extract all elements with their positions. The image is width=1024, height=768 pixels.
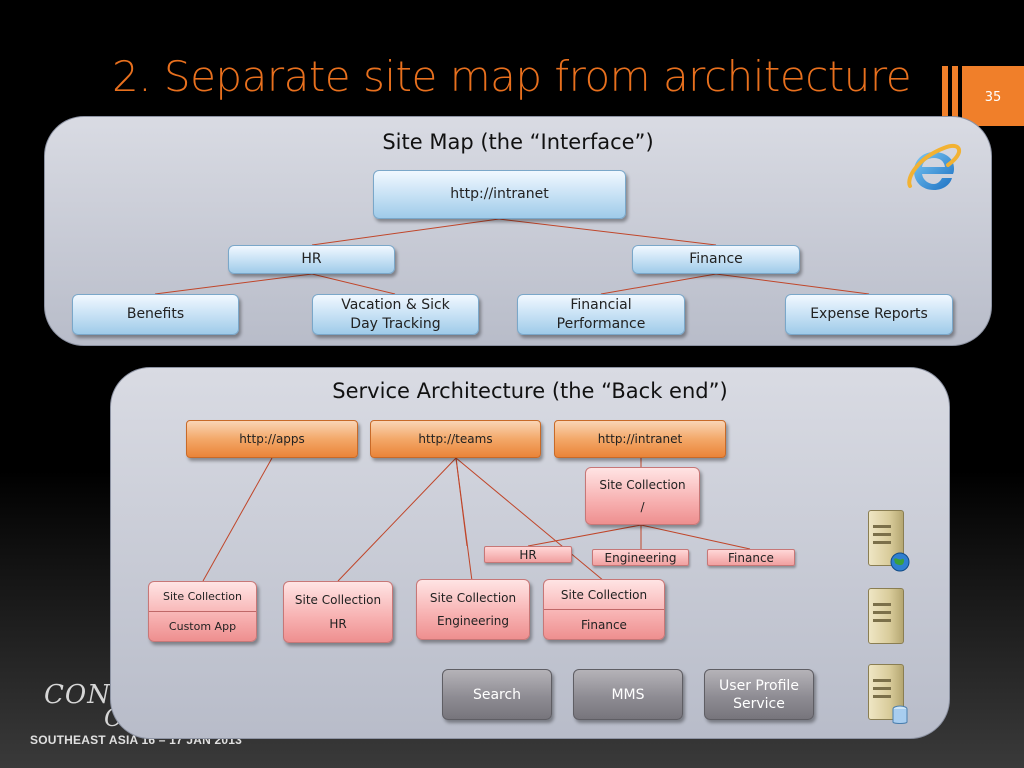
subsite-hr: HR [484,546,572,563]
site-collection-name: Finance [581,617,627,632]
site-collection-hr: Site Collection HR [283,581,393,643]
database-icon [892,705,908,724]
slide-title: 2. Separate site map from architecture [112,52,912,101]
site-collection-custom-app: Site Collection Custom App [148,581,257,642]
database-server-icon [868,664,908,724]
site-collection-name: HR [329,617,347,631]
web-server-icon [868,510,910,572]
site-map-node-vacation-sick-day-tracking: Vacation & Sick Day Tracking [312,294,479,335]
service-user-profile: User Profile Service [704,669,814,720]
site-map-heading: Site Map (the “Interface”) [382,130,654,154]
site-collection-name: Custom App [168,620,237,633]
site-collection-label: Site Collection [149,582,256,612]
site-map-node-hr: HR [228,245,395,274]
site-map-node-finance: Finance [632,245,800,274]
site-collection-engineering: Site Collection Engineering [416,579,530,640]
site-collection-name: Engineering [437,614,509,629]
app-server-icon [868,588,904,644]
globe-icon [890,552,910,572]
web-app-teams: http://teams [370,420,541,458]
root-site-collection: Site Collection / [585,467,700,525]
slide-number-accent-bar [942,66,948,126]
site-map-root-node: http://intranet [373,170,626,219]
slide-number: 35 [962,66,1024,126]
site-collection-label: Site Collection [294,593,382,607]
internet-explorer-icon [904,140,962,196]
service-mms: MMS [573,669,683,720]
site-collection-finance: Site Collection Finance [543,579,665,640]
site-map-node-benefits: Benefits [72,294,239,335]
service-architecture-heading: Service Architecture (the “Back end”) [332,379,728,403]
site-map-node-financial-performance: Financial Performance [517,294,685,335]
web-app-intranet: http://intranet [554,420,726,458]
root-site-collection-path: / [640,500,645,514]
subsite-finance: Finance [707,549,795,566]
service-search: Search [442,669,552,720]
root-site-collection-label: Site Collection [599,478,686,492]
slide-number-accent-bar [952,66,958,126]
subsite-engineering: Engineering [592,549,689,566]
site-collection-label: Site Collection [544,580,664,610]
web-app-apps: http://apps [186,420,358,458]
site-map-node-expense-reports: Expense Reports [785,294,953,335]
site-collection-label: Site Collection [429,590,517,605]
